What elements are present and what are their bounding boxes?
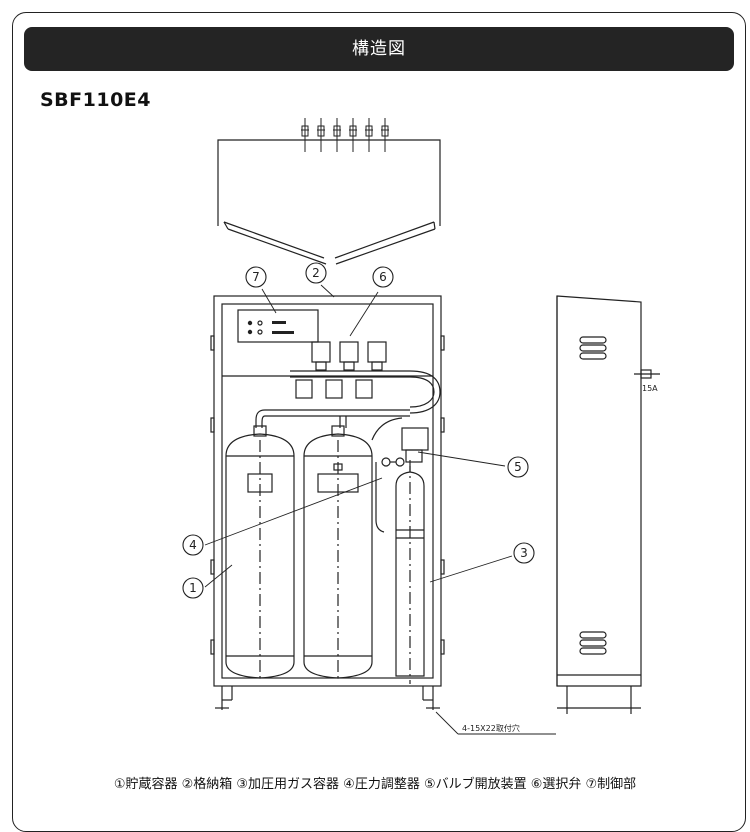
callout-1-label: 1 (189, 581, 197, 595)
callout-7 (245, 266, 267, 288)
structure-diagram: 7 2 6 5 4 1 3 15A 4-15X22取付穴 (182, 118, 660, 735)
callout-circles (182, 262, 535, 599)
callout-5 (507, 456, 529, 478)
model-name: SBF110E4 (40, 89, 152, 111)
leader-lines (204, 284, 556, 735)
callout-4-label: 4 (189, 538, 197, 552)
callout-1 (182, 577, 204, 599)
cabinet-top-view (217, 118, 441, 265)
callout-3-label: 3 (520, 546, 528, 560)
callout-6 (372, 266, 394, 288)
callout-7-label: 7 (252, 270, 260, 284)
page-title: 構造図 (24, 27, 734, 71)
callout-6-label: 6 (379, 270, 387, 284)
component-legend: ①貯蔵容器 ②格納箱 ③加圧用ガス容器 ④圧力調整器 ⑤バルブ開放装置 ⑥選択弁… (113, 777, 637, 792)
pipe-size-label: 15A (642, 384, 658, 393)
cabinet-front-view (210, 295, 445, 710)
callout-4 (182, 534, 204, 556)
callout-5-label: 5 (514, 460, 522, 474)
cabinet-side-view (556, 295, 660, 714)
callout-2 (305, 262, 327, 284)
callout-3 (513, 542, 535, 564)
callout-2-label: 2 (312, 266, 320, 280)
mounting-hole-label: 4-15X22取付穴 (462, 723, 520, 733)
